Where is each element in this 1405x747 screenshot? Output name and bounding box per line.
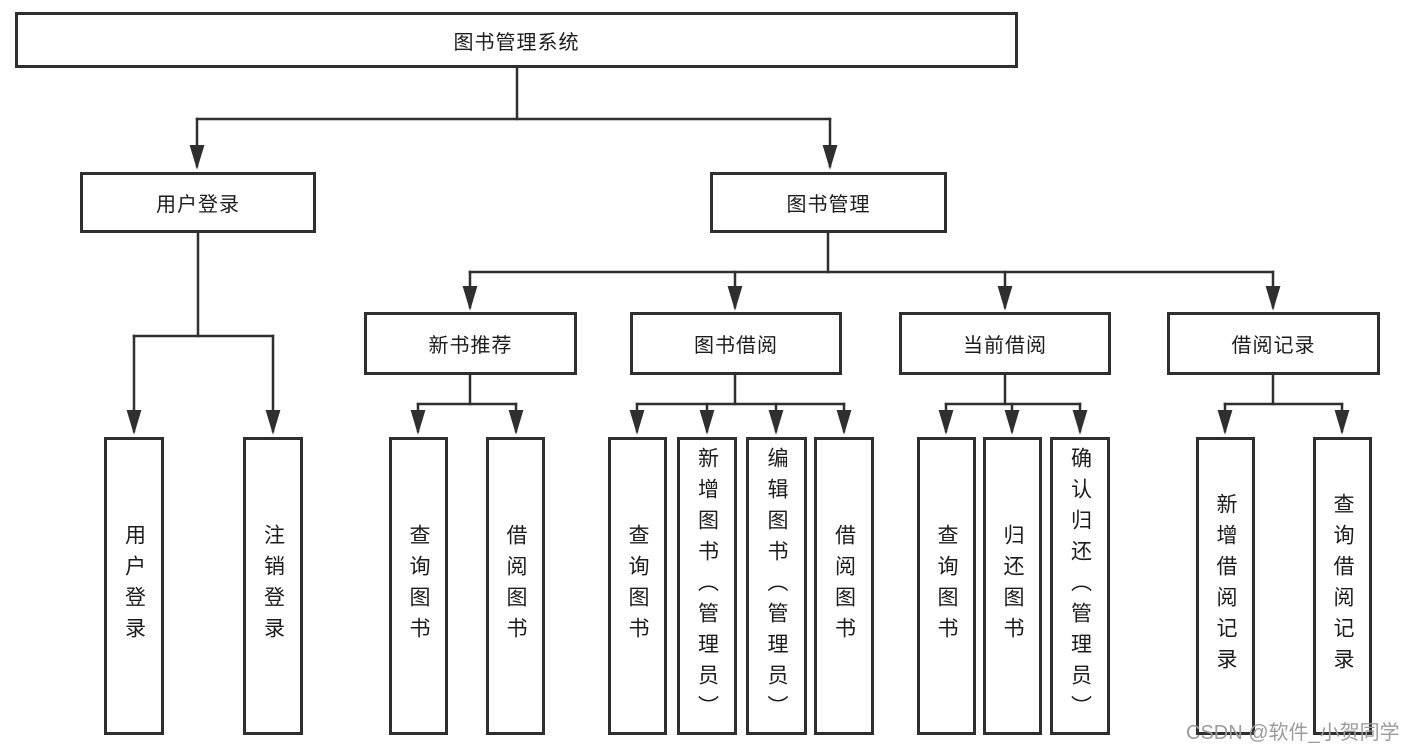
leaf-borrow-book-label: 借阅图书 [832, 524, 856, 648]
leaf-user-login-label: 用户登录 [122, 524, 146, 648]
leaf-recommend-query-book: 查询图书 [389, 437, 448, 735]
node-root: 图书管理系统 [15, 12, 1018, 68]
watermark: CSDN @软件_小贺同学 [1186, 722, 1400, 744]
leaf-edit-book-admin-label: 编辑图书（管理员） [765, 446, 788, 726]
leaf-recommend-borrow-book: 借阅图书 [486, 437, 545, 735]
leaf-borrow-book: 借阅图书 [814, 437, 874, 735]
leaf-user-login: 用户登录 [104, 437, 164, 735]
leaf-add-book-admin: 新增图书（管理员） [677, 437, 737, 735]
leaf-borrow-query-book-label: 查询图书 [626, 524, 649, 648]
leaf-add-book-admin-label: 新增图书（管理员） [695, 446, 719, 726]
node-book-borrow: 图书借阅 [630, 312, 842, 375]
leaf-confirm-return-admin-label: 确认归还（管理员） [1068, 446, 1092, 726]
node-borrow-records: 借阅记录 [1167, 312, 1380, 375]
leaf-query-borrow-record-label: 查询借阅记录 [1331, 493, 1354, 679]
leaf-return-book: 归还图书 [983, 437, 1042, 735]
node-book-management-label: 图书管理 [786, 194, 871, 216]
leaf-current-query-book-label: 查询图书 [935, 524, 958, 648]
node-borrow-records-label: 借阅记录 [1231, 335, 1316, 357]
leaf-borrow-query-book: 查询图书 [608, 437, 667, 735]
node-new-book-recommend-label: 新书推荐 [428, 335, 513, 357]
node-book-borrow-label: 图书借阅 [694, 335, 778, 357]
leaf-logout: 注销登录 [243, 437, 303, 735]
node-new-book-recommend: 新书推荐 [364, 312, 577, 375]
leaf-return-book-label: 归还图书 [1001, 524, 1024, 648]
leaf-edit-book-admin: 编辑图书（管理员） [746, 437, 807, 735]
node-user-login-label: 用户登录 [156, 194, 240, 216]
node-current-borrow-label: 当前借阅 [963, 335, 1047, 357]
node-book-management: 图书管理 [710, 172, 947, 233]
node-user-login: 用户登录 [80, 172, 316, 233]
node-root-label: 图书管理系统 [453, 31, 580, 54]
node-current-borrow: 当前借阅 [899, 312, 1111, 375]
leaf-current-query-book: 查询图书 [917, 437, 976, 735]
leaf-recommend-borrow-book-label: 借阅图书 [504, 524, 527, 648]
leaf-confirm-return-admin: 确认归还（管理员） [1050, 437, 1110, 735]
leaf-logout-label: 注销登录 [261, 524, 285, 648]
leaf-recommend-query-book-label: 查询图书 [407, 524, 430, 648]
leaf-query-borrow-record: 查询借阅记录 [1313, 437, 1372, 735]
leaf-add-borrow-record: 新增借阅记录 [1196, 437, 1255, 735]
leaf-add-borrow-record-label: 新增借阅记录 [1214, 493, 1237, 679]
